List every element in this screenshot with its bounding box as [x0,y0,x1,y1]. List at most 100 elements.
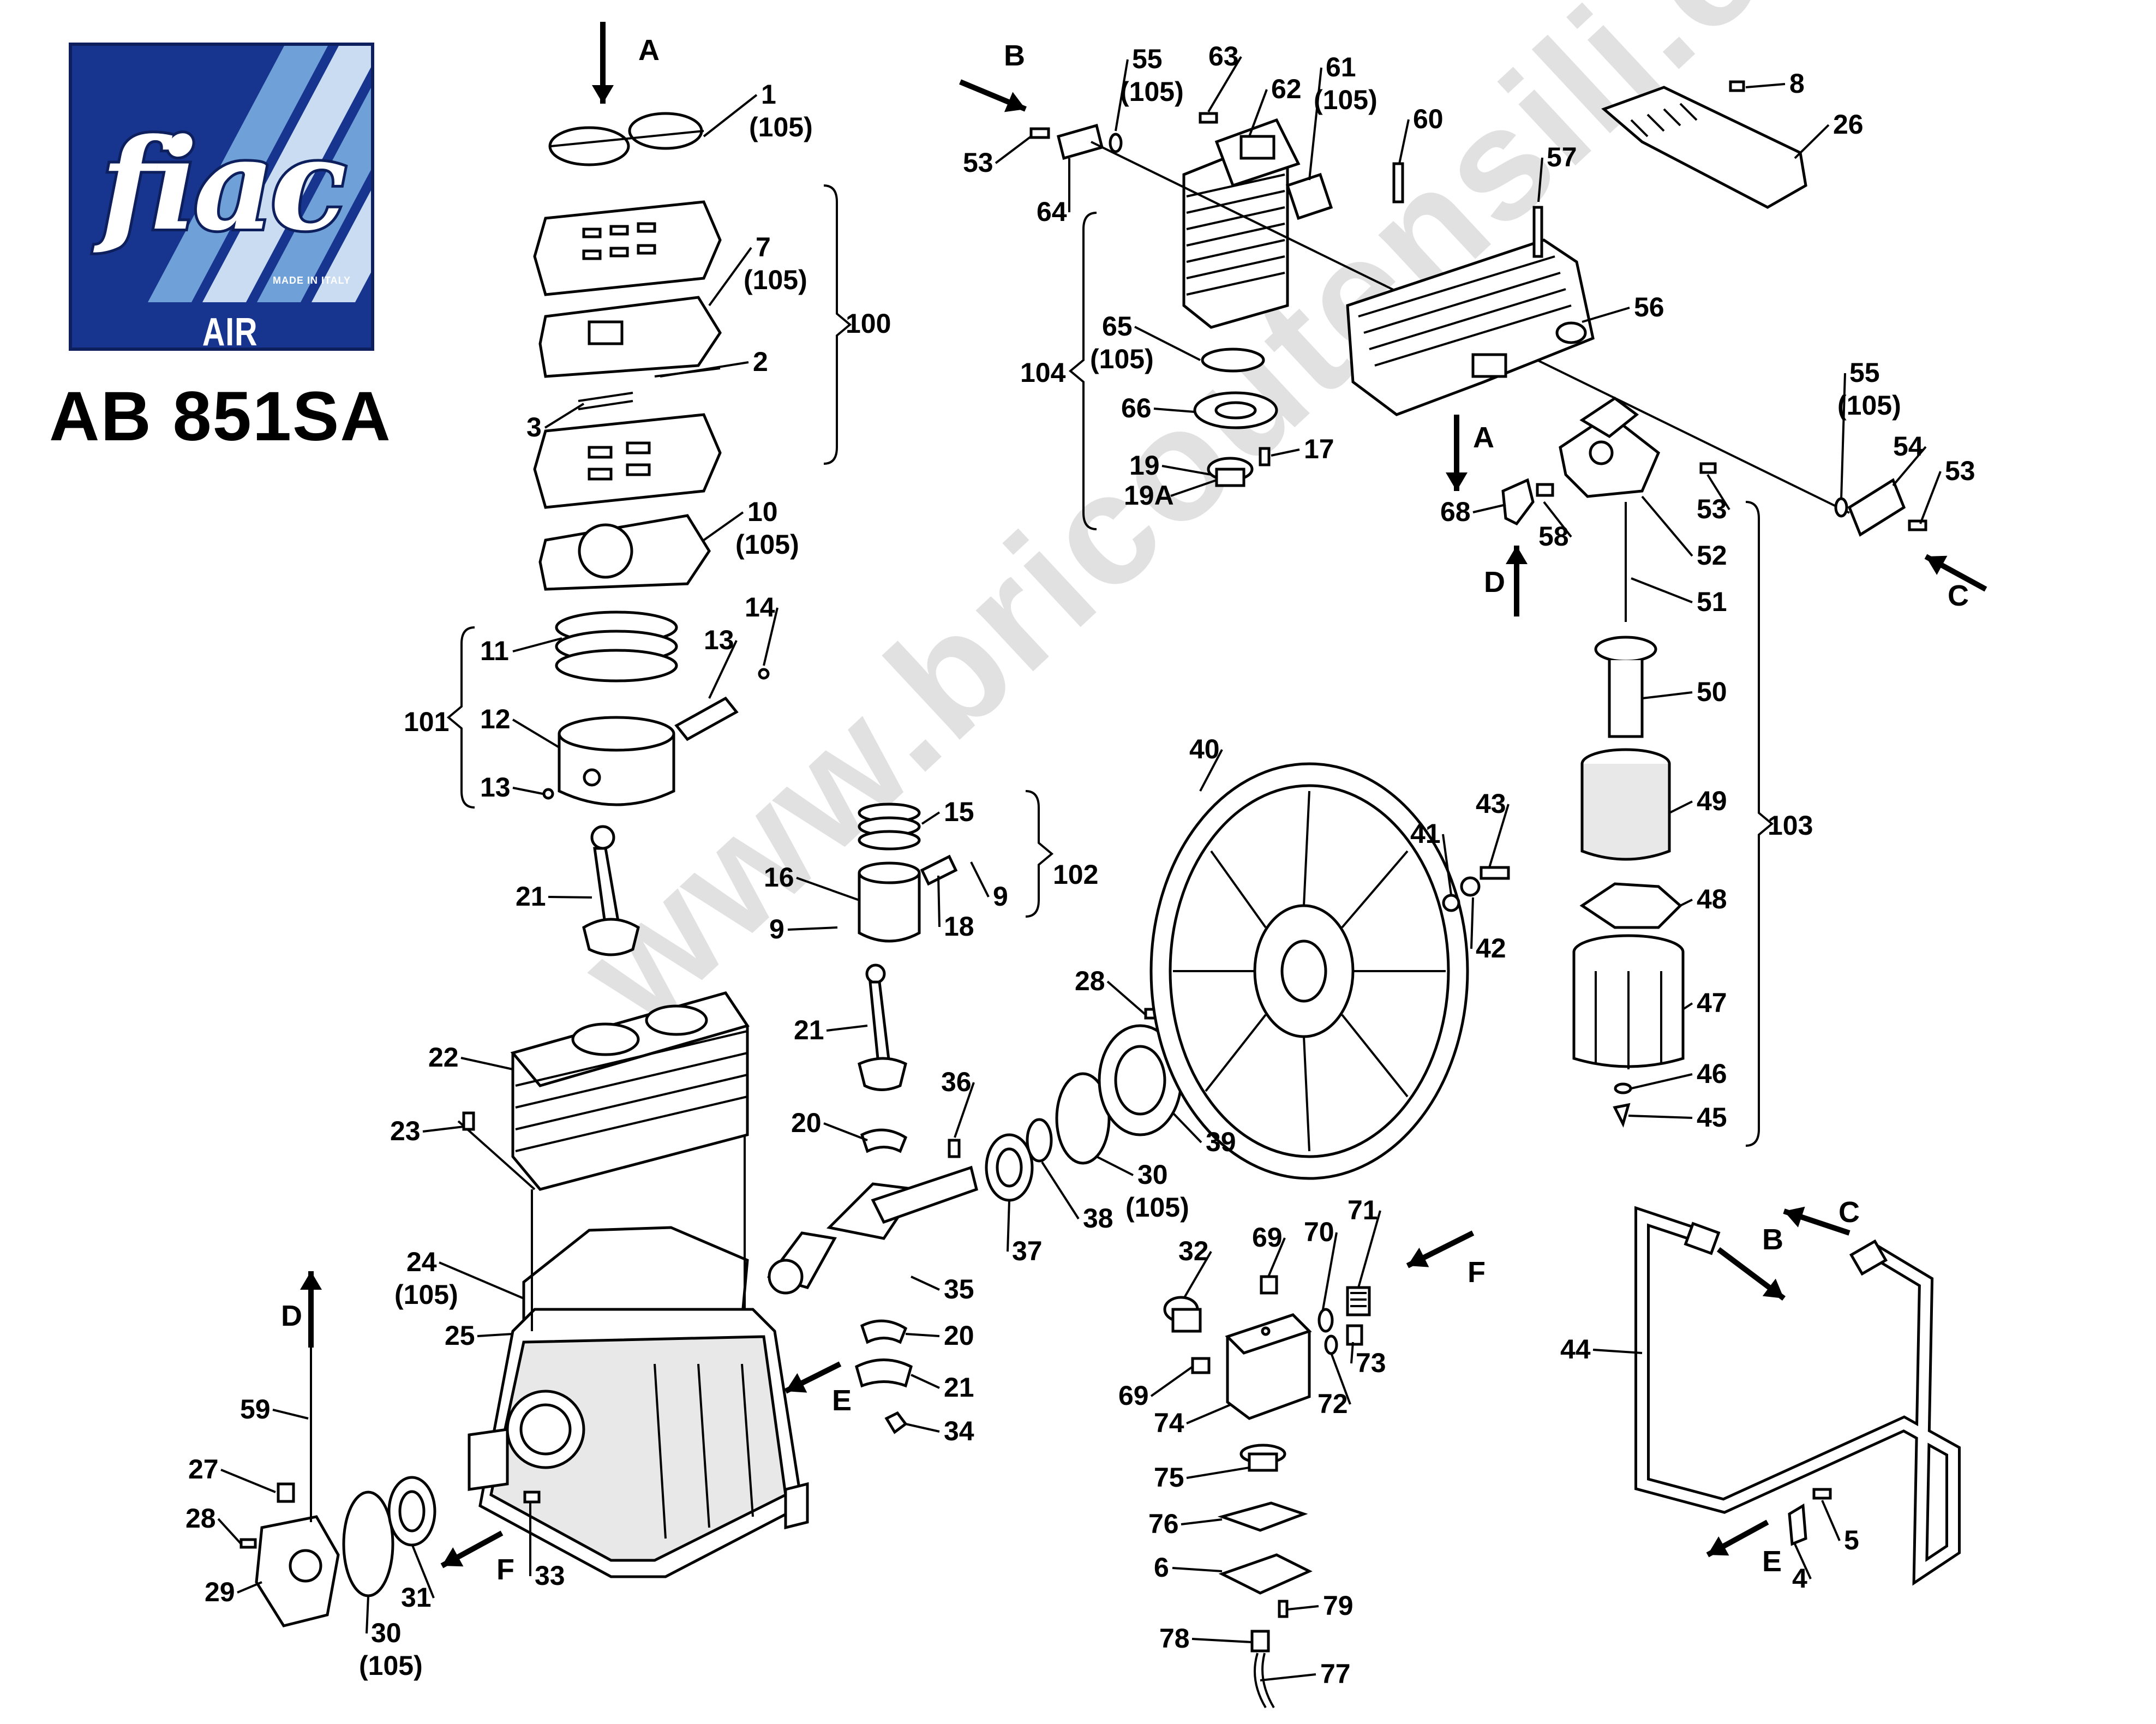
stud-23 [462,1111,475,1131]
callout-number: 6 [1154,1552,1169,1583]
gasket-61 [1285,172,1333,220]
callout-number: 46 [1697,1058,1727,1089]
nut-34 [884,1411,908,1434]
oring-72 [1324,1334,1338,1355]
callout-part-13: 13 [480,772,543,803]
piston-pin-14 [674,696,739,741]
callout-part-71: 71 [1348,1195,1381,1288]
piston-16 [858,861,921,943]
screw-17 [1259,447,1271,466]
plug-69-side [1191,1357,1211,1374]
callout-number: 34 [944,1416,974,1446]
callout-part-59: 59 [240,1394,309,1424]
group-bracket-100: 100 [823,184,891,465]
oring-30-lower [342,1490,394,1597]
flow-arrow-label: F [496,1553,514,1586]
washer-41 [1442,894,1460,912]
callout-number: 19A [1124,480,1174,511]
callout-part-69: 69 [1252,1222,1286,1277]
callout-number: 73 [1356,1348,1386,1378]
clamp-4 [1788,1503,1807,1546]
screw-53-right [1699,462,1717,474]
flow-arrow-label: D [281,1300,302,1332]
callout-number: 11 [480,636,509,666]
callout-part-55: 55(105) [1837,357,1901,500]
callout-number: 20 [791,1108,822,1138]
valve-19 [1207,457,1254,487]
delivery-tube-44 [1634,1206,1961,1586]
callout-number: 72 [1317,1388,1348,1419]
fitting-71 [1346,1286,1371,1316]
oring-55-right [1834,497,1848,518]
valve-gasket-1 [548,112,704,166]
callout-part-46: 46 [1631,1058,1727,1090]
group-label: 100 [846,308,891,339]
piston-12 [558,716,675,806]
callout-part-28: 28 [1075,966,1147,1016]
callout-part-79: 79 [1287,1590,1354,1621]
callout-part-41: 41 [1410,818,1452,895]
callout-number: 66 [1121,393,1152,423]
callout-part-68: 68 [1440,496,1506,527]
flow-arrow-d: D [281,1271,322,1348]
callout-part-21: 21 [911,1372,974,1403]
group-label: 104 [1020,357,1066,388]
flow-arrow-label: E [832,1384,852,1417]
flow-arrow-label: D [1484,566,1505,598]
filter-element-49 [1580,748,1671,861]
callout-number: 29 [205,1577,235,1607]
callout-part-53: 53 [1697,474,1730,524]
group-bracket-102: 102 [1025,790,1098,918]
adapter-66 [1193,391,1278,429]
callout-number: 74 [1154,1408,1184,1438]
callout-number: 18 [944,911,974,942]
callout-number: 79 [1323,1590,1354,1621]
callout-part-57: 57 [1537,142,1577,202]
callout-part-16: 16 [764,862,860,901]
screw-57 [1532,206,1543,258]
callout-part-42: 42 [1470,897,1506,963]
callout-kit-ref: (105) [359,1650,423,1681]
callout-part-45: 45 [1628,1102,1727,1133]
callout-part-70: 70 [1304,1217,1338,1310]
callout-part-65: 65(105) [1090,311,1201,374]
group-label: 101 [404,707,449,737]
callout-number: 62 [1271,74,1302,104]
fitting-68 [1501,478,1535,526]
callout-number: 41 [1410,818,1441,849]
callout-part-4: 4 [1792,1543,1812,1594]
callout-number: 48 [1697,884,1727,914]
callout-number: 1 [761,79,776,110]
callout-part-2: 2 [660,346,768,378]
callout-part-10: 10(105) [703,496,799,560]
callout-number: 47 [1697,987,1727,1018]
callout-number: 78 [1159,1623,1190,1654]
washer-46 [1614,1082,1632,1094]
callout-kit-ref: (105) [1120,76,1184,107]
flow-arrow-f: F [440,1530,514,1586]
connecting-rod-21-small [858,963,907,1091]
piston-rings-15 [858,803,921,851]
plug-69-top [1260,1275,1278,1295]
bearing-shell-20-upper [860,1128,908,1153]
callout-number: 13 [480,772,511,803]
callout-number: 19 [1129,450,1160,481]
callout-number: 13 [704,625,734,655]
crankcase-25 [468,1308,809,1578]
callout-part-27: 27 [188,1454,276,1493]
key-36 [948,1139,961,1158]
plug-58 [1536,483,1554,497]
callout-part-28: 28 [185,1503,242,1545]
callout-number: 55 [1132,44,1163,74]
flow-arrow-e: E [1706,1519,1782,1578]
valve-plate-lower [533,413,722,509]
callout-number: 4 [1792,1563,1807,1594]
callout-part-26: 26 [1794,109,1864,159]
callout-number: 28 [185,1503,216,1534]
cover-26 [1601,86,1807,209]
callout-number: 69 [1252,1222,1283,1253]
callout-part-62: 62 [1248,74,1302,137]
callout-part-24: 24(105) [394,1247,524,1310]
reed-valves-3 [578,392,633,410]
